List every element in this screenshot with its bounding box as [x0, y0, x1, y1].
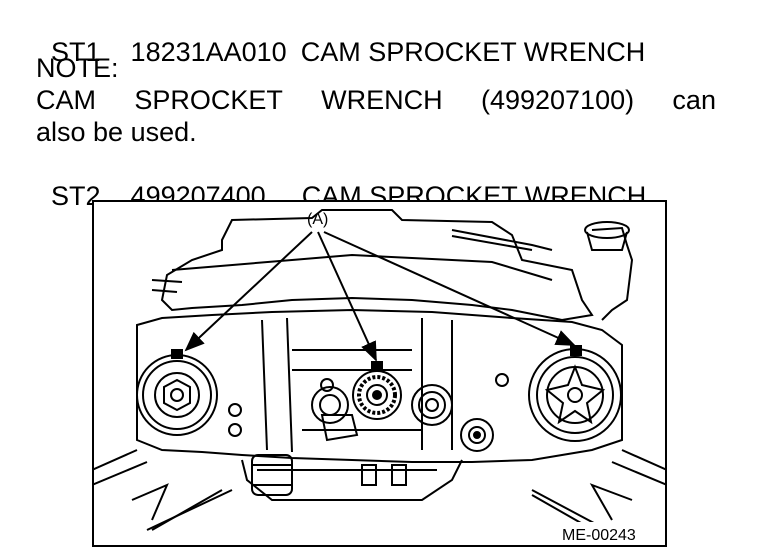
- callout-label: (A): [307, 211, 328, 228]
- note-line-2: also be used.: [36, 117, 197, 147]
- note-word: CAM: [36, 85, 96, 115]
- left-cam-sprocket: [136, 349, 218, 436]
- st1-name: CAM SPROCKET WRENCH: [300, 37, 646, 67]
- st1-part-number: 18231AA010: [130, 37, 287, 67]
- idler-pulleys: [311, 384, 494, 452]
- engine-body: [92, 209, 667, 536]
- note-word: can: [672, 85, 716, 115]
- figure-id: ME-00243: [562, 527, 636, 544]
- note-heading: NOTE:: [36, 53, 119, 83]
- st1-code: ST1: [51, 37, 101, 67]
- callout-arrows: [184, 231, 576, 362]
- center-crank-sprocket: [352, 361, 402, 420]
- st1-line: ST1 18231AA010 CAM SPROCKET WRENCH: [36, 4, 645, 68]
- figure-frame: [92, 200, 667, 547]
- engine-diagram: (A) ME-00243: [92, 200, 667, 547]
- note-word: (499207100): [480, 85, 635, 115]
- note-line-1: CAM SPROCKET WRENCH (499207100) can: [36, 84, 716, 116]
- note-word: WRENCH: [321, 85, 443, 115]
- right-cam-sprocket: [528, 345, 622, 442]
- note-word: SPROCKET: [134, 85, 283, 115]
